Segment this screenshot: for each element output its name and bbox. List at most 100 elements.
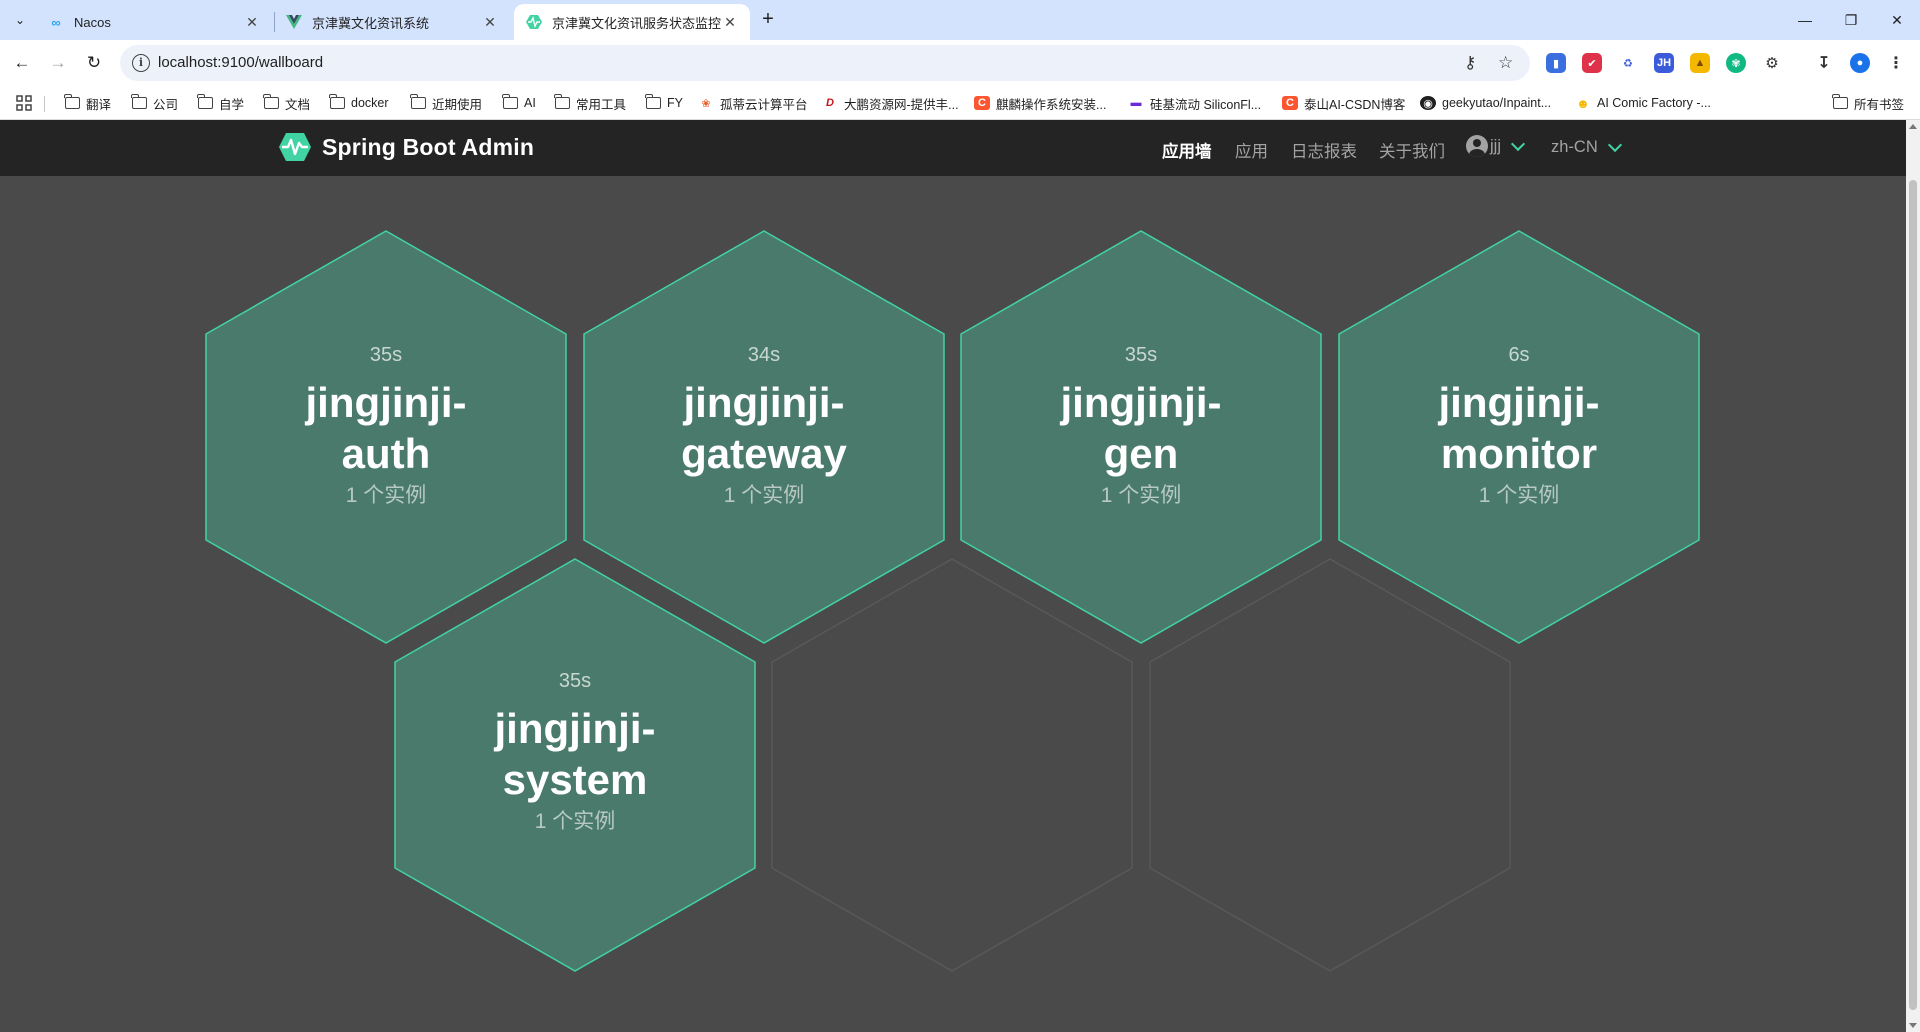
bookmark-label: AI — [524, 96, 536, 110]
nacos-infinity-icon: ∞ — [51, 14, 61, 30]
bookmark-label: 翻译 — [86, 97, 112, 112]
close-icon[interactable]: ✕ — [724, 14, 736, 30]
bookmark-label: 公司 — [153, 97, 179, 112]
bookmark-ai-comic-factory[interactable]: ☻AI Comic Factory -... — [1575, 94, 1711, 112]
bookmark-star-icon[interactable]: ☆ — [1498, 53, 1514, 72]
bookmark-folder-ai[interactable]: AI — [502, 94, 536, 112]
brand-name: Spring Boot Admin — [322, 133, 535, 160]
bookmark-label: 泰山AI-CSDN博客 — [1304, 97, 1406, 112]
tab-vue-app[interactable]: 京津冀文化资讯系统 ✕ — [274, 4, 510, 40]
window-close-icon[interactable]: ✕ — [1891, 11, 1903, 28]
folder-icon — [131, 94, 147, 109]
extension-openai-icon[interactable]: ✾ — [1726, 53, 1746, 73]
bookmarks-separator — [44, 96, 45, 112]
bookmark-folder-tools[interactable]: 常用工具 — [554, 94, 626, 112]
extension-chart-icon[interactable]: ▮ — [1546, 53, 1566, 73]
address-bar[interactable]: i localhost:9100/wallboard ⚷ ☆ — [120, 45, 1530, 81]
bookmark-label: 近期使用 — [432, 97, 483, 112]
close-icon[interactable]: ✕ — [246, 14, 258, 30]
folder-icon — [502, 94, 518, 109]
extension-translate-icon[interactable]: ♻ — [1618, 53, 1638, 73]
app-name-line1: jingjinji- — [494, 705, 656, 752]
app-hex-gateway[interactable] — [583, 230, 945, 644]
app-card-system[interactable]: 35s jingjinji- system 1 个实例 — [395, 670, 755, 835]
bookmark-folder-fanyi[interactable]: 翻译 — [64, 94, 111, 112]
user-menu[interactable]: jjj — [1466, 135, 1526, 157]
extension-shield-icon[interactable]: ✔ — [1582, 53, 1602, 73]
app-card-monitor[interactable]: 6s jingjinji- monitor 1 个实例 — [1339, 344, 1699, 509]
bookmark-folder-wendang[interactable]: 文档 — [263, 94, 310, 112]
scroll-up-arrow-icon[interactable] — [1909, 124, 1917, 129]
spring-admin-icon — [526, 14, 542, 30]
user-name: jjj — [1490, 136, 1501, 155]
tab-separator — [274, 12, 275, 32]
app-name-line2: monitor — [1440, 430, 1598, 477]
bookmark-folder-gongsi[interactable]: 公司 — [131, 94, 178, 112]
app-navbar: Spring Boot Admin 应用墙 应用 日志报表 关于我们 jjj z… — [0, 120, 1906, 176]
apps-grid-icon[interactable] — [16, 94, 32, 112]
bookmark-label: 所有书签 — [1854, 97, 1905, 112]
site-info-icon[interactable]: i — [132, 54, 150, 72]
extension-jh-icon[interactable]: JH — [1654, 53, 1674, 73]
tab-title: 京津冀文化资讯服务状态监控 — [552, 15, 722, 31]
page-scrollbar[interactable] — [1906, 120, 1920, 1032]
bookmark-folder-docker[interactable]: docker — [329, 94, 389, 112]
folder-icon — [1832, 94, 1848, 109]
spring-admin-logo-icon — [279, 133, 311, 161]
profile-avatar-icon[interactable]: ● — [1850, 53, 1870, 73]
download-icon[interactable]: ↧ — [1814, 53, 1834, 73]
forward-arrow-icon[interactable]: → — [49, 53, 67, 72]
bookmark-all-bookmarks[interactable]: 所有书签 — [1832, 94, 1904, 112]
brand-link[interactable]: Spring Boot Admin — [278, 132, 534, 162]
app-hex-system[interactable] — [394, 558, 756, 972]
chevron-down-icon — [1607, 137, 1622, 153]
folder-icon — [645, 94, 661, 109]
extensions-puzzle-icon[interactable]: ⚙ — [1762, 53, 1782, 73]
tab-spring-admin[interactable]: 京津冀文化资讯服务状态监控 ✕ — [514, 4, 750, 40]
app-card-gen[interactable]: 35s jingjinji- gen 1 个实例 — [961, 344, 1321, 509]
app-age: 35s — [1124, 344, 1158, 366]
bookmark-folder-fy[interactable]: FY — [645, 94, 683, 112]
app-card-auth[interactable]: 35s jingjinji- auth 1 个实例 — [206, 344, 566, 509]
bookmark-folder-zixue[interactable]: 自学 — [197, 94, 244, 112]
bookmark-label: 常用工具 — [576, 97, 627, 112]
language-menu[interactable]: zh-CN — [1551, 137, 1622, 157]
restore-icon[interactable]: ❐ — [1844, 11, 1858, 28]
nav-about[interactable]: 关于我们 — [1379, 143, 1445, 161]
chevron-down-icon — [1510, 136, 1526, 151]
bookmark-folder-recent[interactable]: 近期使用 — [410, 94, 482, 112]
nav-wallboard[interactable]: 应用墙 — [1162, 143, 1212, 161]
back-arrow-icon[interactable]: ← — [13, 53, 31, 72]
bookmark-cloud-platform[interactable]: ❀孤蒂云计算平台 — [698, 94, 807, 112]
bookmark-label: AI Comic Factory -... — [1597, 96, 1711, 110]
browser-menu-icon[interactable]: ⋮ — [1886, 53, 1906, 73]
reload-icon[interactable]: ↻ — [86, 53, 102, 72]
empty-hex-slot — [1149, 558, 1511, 972]
folder-icon — [410, 94, 426, 109]
tab-nacos[interactable]: ∞ Nacos ✕ — [36, 4, 272, 40]
nav-applications[interactable]: 应用 — [1235, 143, 1268, 161]
bookmark-github-inpaint[interactable]: ◉geekyutao/Inpaint... — [1420, 94, 1551, 112]
url-text[interactable]: localhost:9100/wallboard — [158, 54, 324, 71]
app-name-line2: auth — [341, 430, 431, 477]
app-hex-gen[interactable] — [960, 230, 1322, 644]
app-name-line1: jingjinji- — [305, 379, 467, 426]
password-key-icon[interactable]: ⚷ — [1464, 53, 1477, 72]
tab-search-chevron-icon[interactable]: ⌄ — [14, 13, 26, 27]
app-hex-monitor[interactable] — [1338, 230, 1700, 644]
bookmark-siliconflow[interactable]: ▬硅基流动 SiliconFl... — [1128, 94, 1262, 112]
app-hex-auth[interactable] — [205, 230, 567, 644]
scrollbar-thumb[interactable] — [1909, 180, 1917, 1010]
bookmark-label: 自学 — [219, 97, 245, 112]
tab-title: Nacos — [74, 14, 111, 30]
new-tab-button[interactable]: + — [762, 8, 774, 30]
minimize-icon[interactable]: — — [1798, 12, 1812, 28]
close-icon[interactable]: ✕ — [484, 14, 496, 30]
nav-journal[interactable]: 日志报表 — [1291, 143, 1357, 161]
scroll-down-arrow-icon[interactable] — [1909, 1023, 1917, 1028]
extension-folder-icon[interactable]: ▲ — [1690, 53, 1710, 73]
app-card-gateway[interactable]: 34s jingjinji- gateway 1 个实例 — [584, 344, 944, 509]
